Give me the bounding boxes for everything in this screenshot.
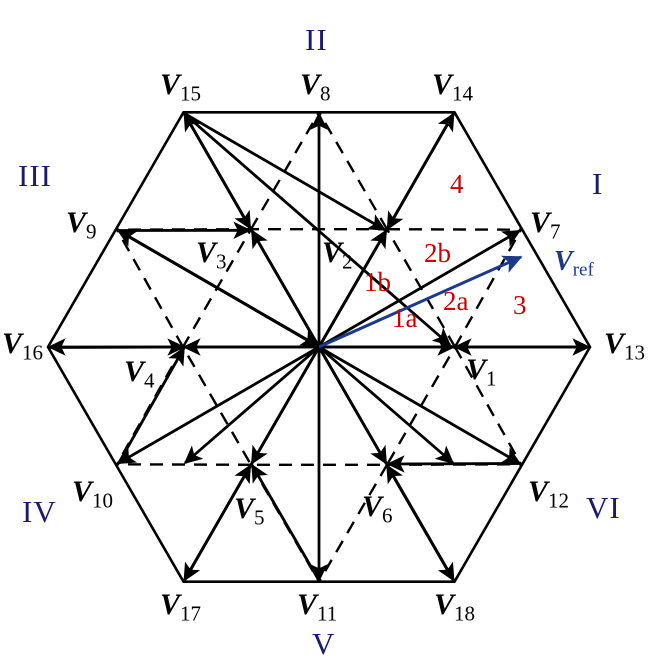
vector-label-V1: V1: [466, 353, 497, 391]
sector-label-III: III: [18, 158, 52, 193]
vector-label-V18: V18: [434, 588, 476, 626]
vector-V12: [318, 345, 522, 465]
vector-label-V13: V13: [604, 327, 646, 365]
vector-V5: [250, 346, 321, 465]
long-diagonal-arrows: [183, 112, 455, 465]
arrow-V16-to-V4: [49, 338, 186, 356]
arrow-center-to-V10-side: [183, 345, 320, 465]
arrow-V9-back: [117, 229, 320, 348]
vector-label-V15: V15: [160, 68, 202, 106]
vector-V7: [318, 229, 522, 349]
vector-label-V7: V7: [530, 206, 561, 244]
sector-label-IV: IV: [22, 494, 57, 529]
arrow-V14-to-V2: [386, 112, 455, 231]
vector-label-V10: V10: [72, 475, 114, 513]
vector-label-V9: V9: [66, 206, 97, 244]
vector-label-V6: V6: [362, 490, 393, 528]
vector-label-V11: V11: [297, 588, 338, 626]
sector-label-VI: VI: [586, 490, 621, 525]
region-label-1a: 1a: [392, 303, 418, 333]
region-label-3: 3: [513, 290, 527, 320]
arrow-V10-to-V4: [117, 346, 186, 465]
vector-V6: [317, 346, 388, 465]
diagram-geometry: [46, 111, 592, 584]
region-label-2a: 2a: [443, 286, 469, 316]
vector-label-V3: V3: [196, 236, 227, 274]
vector-label-V17: V17: [160, 588, 202, 626]
arrow-V11-to-V5: [250, 463, 321, 582]
vref-arrow: [318, 255, 523, 349]
sector-label-V: V: [312, 626, 336, 661]
arrow-V17-to-V5: [183, 464, 252, 582]
vector-V3: [250, 229, 321, 348]
vector-label-V16: V16: [2, 327, 44, 365]
arrow-V15-long: [183, 112, 452, 347]
inner-vector-arrows: [182, 229, 456, 465]
vector-label-V5: V5: [234, 492, 265, 530]
arrow-center-to-V12-side: [318, 345, 455, 465]
arrow-V15-to-V3: [183, 112, 252, 230]
arrow-V15-to-V2: [183, 112, 387, 232]
arrow-V12-to-V6: [386, 455, 520, 473]
vector-label-V4: V4: [124, 355, 155, 393]
vector-label-V12: V12: [528, 475, 570, 513]
vector-V10: [116, 345, 320, 465]
vector-label-V2: V2: [322, 236, 353, 274]
sector-label-I: I: [592, 166, 604, 201]
connecting-vector-arrows: [49, 112, 589, 582]
region-label-4: 4: [450, 169, 464, 199]
sector-label-II: II: [305, 22, 328, 57]
region-label-1b: 1b: [364, 267, 391, 297]
region-label-2b: 2b: [424, 238, 451, 268]
vector-label-V14: V14: [432, 68, 474, 106]
vector-label-V8: V8: [300, 68, 331, 106]
vector-V2: [317, 229, 388, 348]
vref-label: Vref: [554, 246, 594, 281]
arrow-V18-to-V6: [385, 464, 455, 582]
